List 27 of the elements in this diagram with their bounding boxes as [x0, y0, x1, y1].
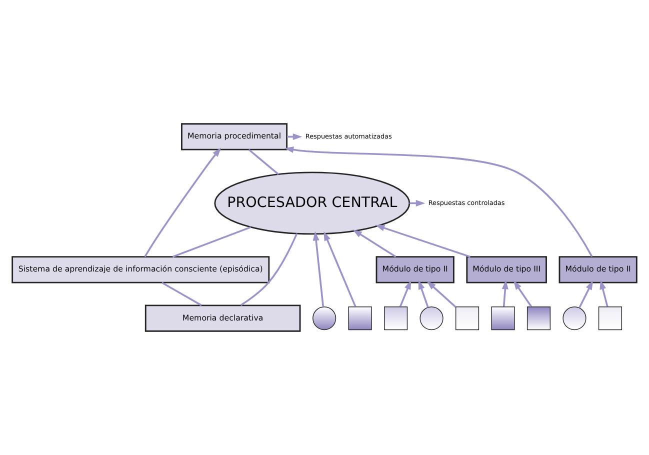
- arrow: [352, 229, 396, 258]
- arrow: [513, 280, 532, 308]
- arrow: [144, 148, 222, 258]
- arrow: [600, 280, 608, 307]
- node-box: [455, 306, 480, 330]
- node-box: [526, 306, 551, 330]
- arrow: [502, 280, 508, 307]
- connector: [172, 226, 252, 258]
- node-box: [491, 306, 515, 330]
- node-box: [348, 306, 372, 330]
- arrow: [324, 231, 356, 307]
- arrow: [399, 280, 412, 307]
- connector: [240, 233, 298, 306]
- node-circle: [562, 306, 586, 330]
- node-circle: [420, 306, 444, 330]
- arrow: [312, 231, 324, 307]
- node-circle: [312, 306, 336, 330]
- arrow: [375, 224, 471, 258]
- node-box: [384, 306, 408, 330]
- arrow: [426, 280, 456, 308]
- arrow: [578, 280, 594, 308]
- node-box: [598, 306, 622, 330]
- arrow: [284, 146, 593, 257]
- arrow: [418, 280, 429, 308]
- connector: [248, 148, 280, 176]
- connector: [161, 282, 202, 306]
- node-ellipse: PROCESADOR CENTRAL: [214, 172, 410, 235]
